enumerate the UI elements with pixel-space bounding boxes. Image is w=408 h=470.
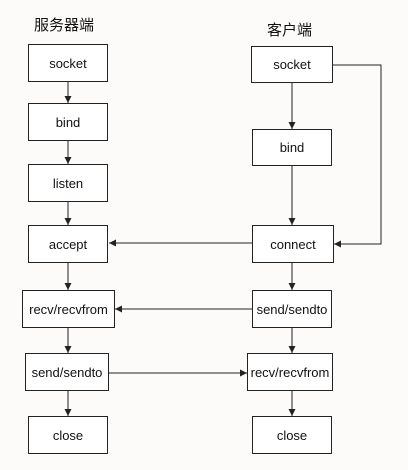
server-send-box: send/sendto bbox=[25, 353, 109, 391]
client-send-box: send/sendto bbox=[252, 290, 332, 328]
client-recv-box: recv/recvfrom bbox=[247, 353, 333, 391]
server-accept-box: accept bbox=[28, 225, 108, 263]
client-title: 客户端 bbox=[267, 21, 313, 39]
server-title: 服务器端 bbox=[34, 16, 95, 34]
server-recv-box: recv/recvfrom bbox=[22, 290, 115, 328]
client-close-box: close bbox=[252, 416, 332, 454]
client-socket-box: socket bbox=[251, 46, 333, 83]
server-listen-box: listen bbox=[28, 164, 108, 202]
server-bind-box: bind bbox=[28, 103, 108, 141]
server-socket-box: socket bbox=[28, 44, 108, 82]
client-bind-box: bind bbox=[252, 129, 332, 166]
server-close-box: close bbox=[28, 416, 108, 454]
client-connect-box: connect bbox=[252, 225, 334, 263]
arrow-client-socket-connect bbox=[333, 64, 382, 248]
